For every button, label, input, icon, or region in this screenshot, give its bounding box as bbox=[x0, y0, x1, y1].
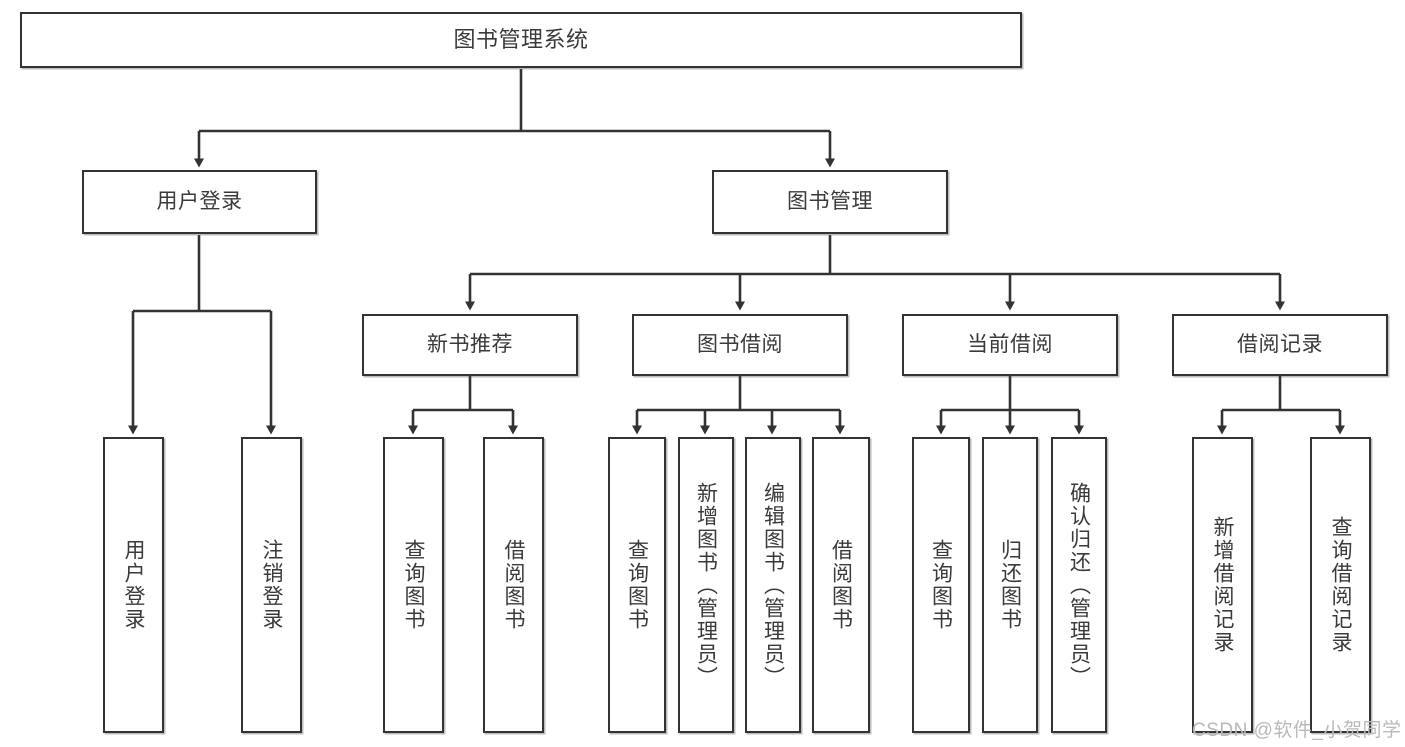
node-book-management[interactable]: 图书管理 bbox=[712, 170, 948, 234]
leaf-query-book-recommend[interactable]: 查询图书 bbox=[383, 437, 444, 733]
node-label: 编辑图书（管理员） bbox=[761, 481, 785, 689]
node-book-borrow[interactable]: 图书借阅 bbox=[632, 314, 848, 376]
node-label: 借阅图书 bbox=[829, 539, 853, 631]
node-label: 确认归还（管理员） bbox=[1067, 481, 1091, 689]
leaf-borrow-book[interactable]: 借阅图书 bbox=[812, 437, 870, 733]
leaf-borrow-book-recommend[interactable]: 借阅图书 bbox=[483, 437, 544, 733]
node-label: 当前借阅 bbox=[967, 332, 1053, 356]
node-label: 图书管理 bbox=[787, 189, 873, 213]
node-label: 查询借阅记录 bbox=[1329, 516, 1352, 654]
leaf-add-borrow-record[interactable]: 新增借阅记录 bbox=[1192, 437, 1253, 733]
node-label: 查询图书 bbox=[929, 539, 953, 631]
node-label: 查询图书 bbox=[402, 539, 425, 631]
leaf-logout-login[interactable]: 注销登录 bbox=[241, 437, 302, 733]
leaf-query-book-current[interactable]: 查询图书 bbox=[912, 437, 970, 733]
node-label: 用户登录 bbox=[156, 189, 243, 213]
node-new-book-recommend[interactable]: 新书推荐 bbox=[362, 314, 578, 376]
leaf-confirm-return-admin[interactable]: 确认归还（管理员） bbox=[1051, 437, 1107, 733]
node-label: 用户登录 bbox=[122, 539, 145, 631]
leaf-query-book-borrow[interactable]: 查询图书 bbox=[608, 437, 666, 733]
node-label: 借阅图书 bbox=[502, 539, 525, 631]
node-label: 查询图书 bbox=[625, 539, 649, 631]
node-label: 新增图书（管理员） bbox=[694, 481, 718, 689]
node-label: 借阅记录 bbox=[1237, 332, 1323, 356]
leaf-edit-book-admin[interactable]: 编辑图书（管理员） bbox=[745, 437, 801, 733]
node-label: 新书推荐 bbox=[427, 332, 513, 356]
node-current-borrow[interactable]: 当前借阅 bbox=[902, 314, 1118, 376]
node-borrow-record[interactable]: 借阅记录 bbox=[1172, 314, 1388, 376]
leaf-user-login[interactable]: 用户登录 bbox=[103, 437, 164, 733]
node-root-system[interactable]: 图书管理系统 bbox=[20, 12, 1022, 68]
node-label: 注销登录 bbox=[260, 539, 283, 631]
csdn-watermark: CSDN @软件_小贺同学 bbox=[1192, 720, 1402, 741]
node-label: 新增借阅记录 bbox=[1211, 516, 1234, 654]
leaf-add-book-admin[interactable]: 新增图书（管理员） bbox=[678, 437, 734, 733]
leaf-return-book[interactable]: 归还图书 bbox=[982, 437, 1038, 733]
node-user-login[interactable]: 用户登录 bbox=[82, 170, 317, 234]
node-label: 图书管理系统 bbox=[453, 27, 589, 53]
leaf-query-borrow-record[interactable]: 查询借阅记录 bbox=[1310, 437, 1371, 733]
node-label: 图书借阅 bbox=[697, 332, 783, 356]
node-label: 归还图书 bbox=[998, 539, 1022, 631]
